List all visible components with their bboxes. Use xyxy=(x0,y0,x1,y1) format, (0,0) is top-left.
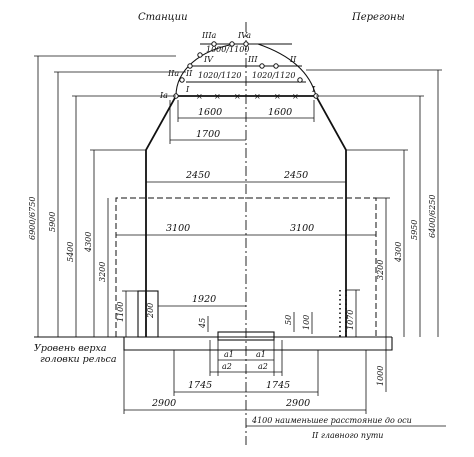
wire-markers: × × × × × × xyxy=(196,92,299,101)
arc-left-upper xyxy=(175,43,236,97)
dim-a2-right: a2 xyxy=(258,362,268,371)
dim-a2-left: a2 xyxy=(222,362,232,371)
dim-4300-right: 4300 xyxy=(394,242,403,263)
label-IV: IV xyxy=(203,55,214,64)
a-dims xyxy=(209,340,283,376)
label-Ia: Ia xyxy=(159,91,168,100)
dim-6900-6750: 6900/6750 xyxy=(28,197,37,240)
track-bed xyxy=(123,337,393,351)
dim-6400-6250: 6400/6250 xyxy=(428,195,437,238)
dim-5400: 5400 xyxy=(66,242,75,262)
dim-a1-right: a1 xyxy=(256,350,266,359)
dim-2900-right: 2900 xyxy=(285,398,310,409)
dim-200: 200 xyxy=(146,303,155,319)
dim-a1-left: a1 xyxy=(224,350,234,359)
label-III: III xyxy=(247,55,258,64)
dim-3200-right: 3200 xyxy=(376,260,385,280)
rail-block xyxy=(217,331,275,341)
heading-stations: Станции xyxy=(138,12,188,23)
label-II-left: II xyxy=(185,69,193,78)
dim-3100-right: 3100 xyxy=(290,223,314,234)
right-vertical-dims xyxy=(306,69,442,392)
dim-1020-1120-left: 1020/1120 xyxy=(198,71,241,80)
dim-1745-right: 1745 xyxy=(266,380,290,391)
svg-text:×: × xyxy=(292,92,299,101)
platform-left xyxy=(137,290,159,338)
label-IIIa: IIIa xyxy=(201,31,216,40)
dim-100: 100 xyxy=(302,315,311,330)
heading-hauls: Перегоны xyxy=(351,12,405,23)
dim-1745-left: 1745 xyxy=(188,380,212,391)
dim-1000-1100: 1000/1100 xyxy=(206,45,249,54)
svg-text:×: × xyxy=(196,92,203,101)
dim-5900: 5900 xyxy=(48,212,57,232)
dim-1600-left: 1600 xyxy=(198,107,222,118)
svg-text:×: × xyxy=(254,92,261,101)
dim-50: 50 xyxy=(284,315,293,325)
rail-level-label-line2: головки рельса xyxy=(40,354,117,365)
label-IVa: IVa xyxy=(237,31,251,40)
svg-text:×: × xyxy=(234,92,241,101)
svg-text:×: × xyxy=(214,92,221,101)
dim-1600-right: 1600 xyxy=(268,107,292,118)
dim-2450-left: 2450 xyxy=(185,170,210,181)
point-markers xyxy=(173,41,319,99)
dim-1000: 1000 xyxy=(376,366,385,386)
dim-5950: 5950 xyxy=(410,220,419,240)
dim-1920: 1920 xyxy=(192,294,216,305)
dim-1700: 1700 xyxy=(196,129,220,140)
dim-1020-1120-right: 1020/1120 xyxy=(252,71,295,80)
dim-3100-left: 3100 xyxy=(166,223,190,234)
arc-right-upper xyxy=(257,43,317,97)
svg-text:×: × xyxy=(274,92,281,101)
dim-45: 45 xyxy=(198,318,207,329)
dim-2900-left: 2900 xyxy=(151,398,176,409)
dim-4300-left: 4300 xyxy=(84,232,93,253)
dim-2450-right: 2450 xyxy=(283,170,308,181)
station-outer-contour xyxy=(115,197,377,337)
label-I-right: I xyxy=(311,85,316,94)
spacing-note-line1: 4100 наименьшее расстояние до оси xyxy=(251,416,412,425)
label-II-right: II xyxy=(289,55,297,64)
label-IIa: IIa xyxy=(167,69,179,78)
rail-level-label-line1: Уровень верха xyxy=(34,343,107,354)
dim-1070: 1070 xyxy=(346,310,355,330)
label-I-left: I xyxy=(185,85,190,94)
spacing-note-line2: II главного пути xyxy=(311,431,383,440)
left-vertical-dims xyxy=(34,55,186,337)
dim-3200-left: 3200 xyxy=(98,262,107,282)
dim-1100: 1100 xyxy=(116,302,125,322)
